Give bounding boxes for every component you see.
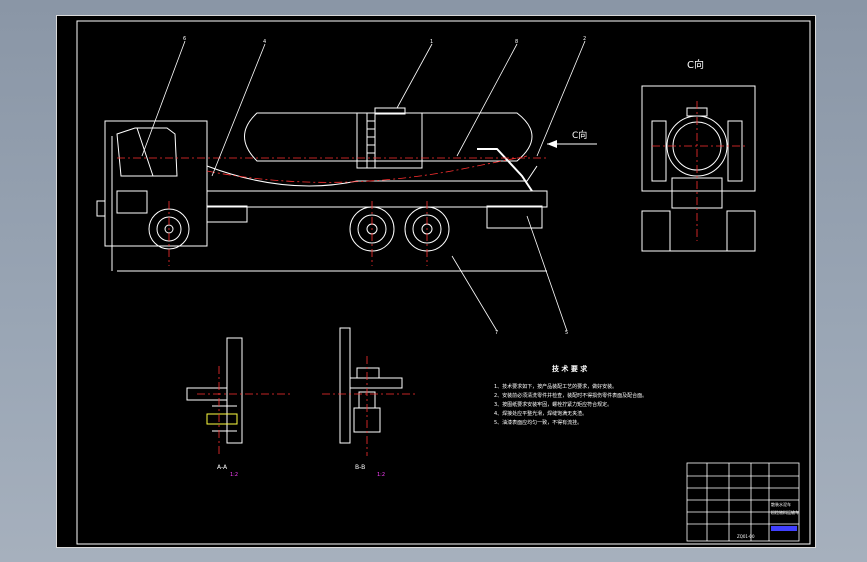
balloon-2: 2 [583, 36, 586, 42]
balloon-7: 7 [495, 330, 498, 336]
title-block-code: ZQ01-00 [737, 534, 755, 539]
truck-wheels [148, 206, 450, 252]
balloon-5: 5 [565, 330, 568, 336]
drawing-sheet: 6 4 1 8 2 7 5 C向 C向 [56, 15, 816, 548]
discharge-pipe [477, 148, 533, 192]
tech-title: 技 术 要 求 [552, 364, 588, 373]
title-block-name: 散装水泥车 [771, 501, 791, 507]
tech-item-2: 2、安装前必须清洗零件并检查，装配时不得损伤零件表面及配合面。 [494, 392, 647, 399]
section-a-center [197, 366, 292, 456]
tank-bottom [206, 165, 538, 187]
truck-side-view [96, 107, 548, 272]
center-lines [117, 155, 547, 266]
section-b-center [322, 356, 417, 456]
title-block-sub: 粉粒物料运输车 [771, 509, 799, 515]
chassis-frame [206, 190, 548, 208]
tech-item-4: 4、焊接处应平整光滑，焊缝饱满无夹渣。 [494, 410, 587, 417]
inner-frame [76, 20, 811, 545]
cab-outline [104, 120, 208, 247]
leader-lines [141, 40, 586, 332]
svg-text:1:2: 1:2 [230, 472, 238, 478]
rear-center-lines [652, 101, 747, 241]
svg-text:B-B: B-B [355, 464, 365, 471]
balloon-6: 6 [183, 36, 186, 42]
technical-requirements: 技 术 要 求 1、技术要求如下，按产品装配工艺的要求，做好安装。 2、安装前必… [494, 364, 647, 426]
tank-body [244, 112, 533, 162]
manhole [374, 107, 406, 115]
section-b [339, 327, 403, 444]
balloon-4: 4 [263, 39, 266, 45]
rear-view: C向 [641, 58, 756, 252]
section-b-label: B-B 1:2 [355, 464, 385, 478]
rear-tire-right [726, 210, 756, 252]
cab-window [116, 127, 178, 177]
balloon-1: 1 [430, 39, 433, 45]
rear-tire-left [641, 210, 671, 252]
rear-view-label: C向 [687, 58, 704, 71]
view-arrow: C向 [547, 129, 597, 148]
tech-item-5: 5、油漆表面应均匀一致，不得有流挂。 [494, 419, 582, 426]
rear-box [486, 205, 543, 229]
cad-drawing: 6 4 1 8 2 7 5 C向 C向 [76, 20, 811, 545]
tech-item-1: 1、技术要求如下，按产品装配工艺的要求，做好安装。 [494, 383, 617, 390]
section-a [186, 337, 243, 444]
cab-grille [116, 190, 148, 214]
svg-text:A-A: A-A [217, 464, 228, 471]
tech-item-3: 3、按图纸要求安装牢固，螺栓拧紧力矩应符合规定。 [494, 401, 612, 408]
title-block-text: 散装水泥车 粉粒物料运输车 ZQ01-00 [737, 501, 799, 539]
tank-ladder-box [356, 112, 423, 169]
arrow-label: C向 [572, 129, 587, 141]
cab-pillar [136, 127, 154, 177]
title-block [686, 462, 800, 542]
section-a-label: A-A 1:2 [217, 464, 238, 478]
balloon-8: 8 [515, 39, 518, 45]
svg-text:1:2: 1:2 [377, 472, 385, 478]
